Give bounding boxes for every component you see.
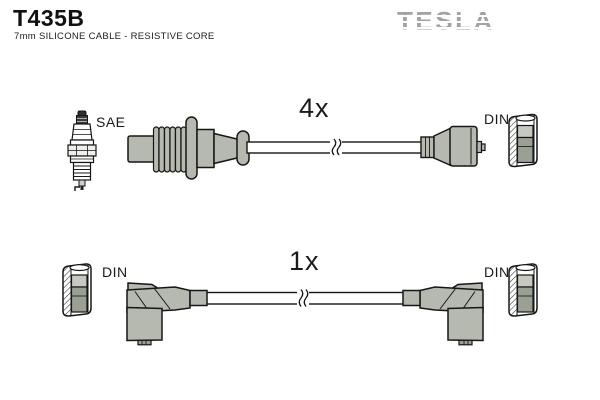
din-label-bottom-left: DIN xyxy=(102,264,128,280)
part-number: T435B xyxy=(13,5,85,31)
sae-label: SAE xyxy=(96,114,126,130)
elbow-boot-left xyxy=(126,282,208,346)
sae-boot xyxy=(127,116,250,180)
top-cable-row xyxy=(67,110,538,191)
logo-stripe xyxy=(397,15,493,17)
elbow-boot-right xyxy=(402,282,484,346)
din-socket-top-icon xyxy=(508,113,538,168)
logo-stripe xyxy=(397,21,493,23)
logo-stripe xyxy=(397,27,493,29)
top-cable-break-icon xyxy=(330,138,342,157)
subtitle: 7mm SILICONE CABLE - RESISTIVE CORE xyxy=(14,31,215,42)
top-quantity-label: 4x xyxy=(299,93,330,123)
din-plug-straight xyxy=(420,125,486,167)
din-socket-bottom-right-icon xyxy=(508,263,538,317)
bottom-cable-break-icon xyxy=(297,289,309,308)
brand-logo: TESLA xyxy=(397,7,493,35)
bottom-quantity-label: 1x xyxy=(289,246,320,276)
din-socket-bottom-left-icon xyxy=(62,263,92,317)
bottom-cable-row xyxy=(62,263,538,346)
spark-plug-icon xyxy=(67,110,97,191)
din-label-top: DIN xyxy=(484,111,510,127)
din-label-bottom-right: DIN xyxy=(484,264,510,280)
